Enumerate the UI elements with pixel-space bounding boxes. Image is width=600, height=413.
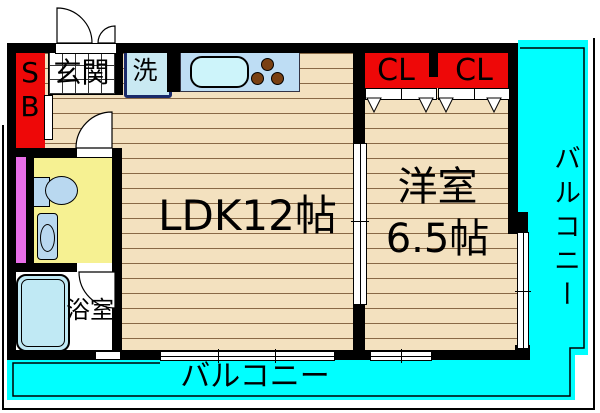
stove-burner-icon — [261, 58, 274, 71]
closet-right-label: CL — [455, 53, 493, 88]
bedroom-side-window — [515, 232, 531, 349]
bath-label: 浴室 — [66, 296, 114, 324]
outer-border-right — [593, 38, 595, 410]
shoebox-door — [44, 95, 53, 140]
toilet-doorway — [77, 148, 112, 157]
shoebox-label-s: S — [21, 56, 39, 89]
closet-folding-door — [438, 88, 510, 100]
bedroom-size-label: 6.5帖 — [385, 216, 490, 262]
outer-border-left — [2, 125, 4, 410]
window-small — [95, 351, 121, 360]
wall — [15, 148, 77, 157]
wall — [167, 43, 180, 92]
toilet-bowl-icon — [45, 176, 78, 205]
entrance-label: 玄関 — [53, 56, 110, 89]
entrance-doorway — [55, 43, 117, 54]
stove-burner-icon — [271, 72, 284, 85]
bedroom-window — [370, 349, 432, 363]
stove-burner-icon — [251, 72, 264, 85]
wall — [353, 303, 365, 360]
balcony-right-label: バルコニー — [549, 144, 580, 314]
outer-border-bottom — [2, 408, 595, 410]
wall — [15, 263, 77, 272]
closet-left-label: CL — [377, 53, 415, 88]
balcony-bottom-label: バルコニー — [180, 359, 330, 394]
entrance-subdoor-icon — [97, 25, 116, 44]
wall — [7, 43, 16, 358]
closet-folding-door — [365, 88, 437, 100]
closet-divider-wall — [429, 53, 438, 77]
bath-doorway — [77, 263, 112, 272]
kitchen-sink-icon — [190, 56, 249, 88]
ldk-label: LDK12帖 — [158, 191, 337, 240]
entrance-door-icon — [56, 7, 93, 44]
wall — [26, 148, 34, 272]
washer-label: 洗 — [132, 56, 158, 85]
bedroom-name-label: 洋室 — [397, 164, 478, 210]
wash-basin-bowl-icon — [40, 224, 55, 252]
wall — [508, 212, 528, 234]
shoebox-label-b: B — [20, 90, 40, 123]
